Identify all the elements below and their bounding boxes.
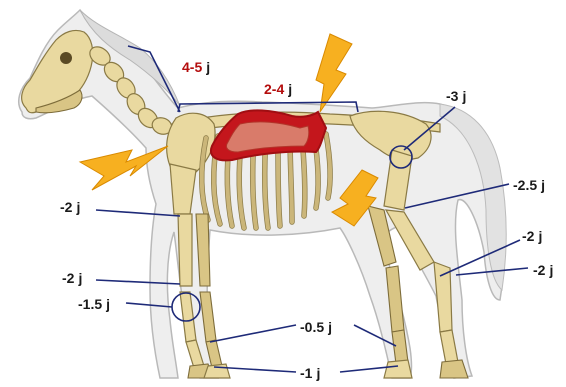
hoof-far: [384, 360, 412, 378]
radius-front: [178, 214, 192, 286]
hoof-back: [204, 364, 230, 378]
lightning-bolt-icon: [316, 34, 352, 112]
eye-socket: [60, 52, 72, 64]
leader-pastern-front: [210, 325, 296, 342]
